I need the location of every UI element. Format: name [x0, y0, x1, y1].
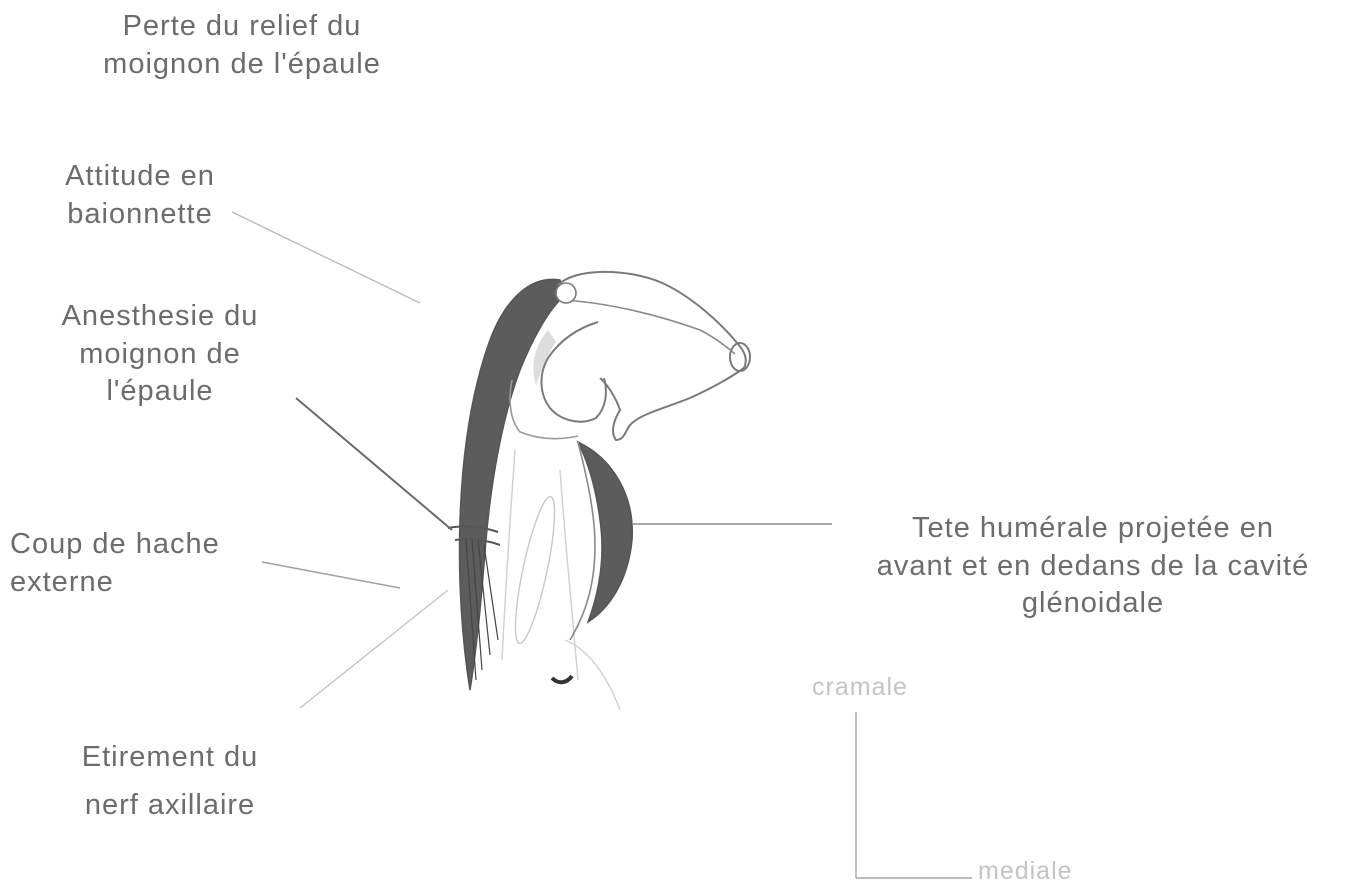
humerus-shaft: [502, 450, 578, 680]
pointer-anesthesie: [296, 398, 452, 530]
glenoid-shading: [533, 330, 556, 385]
axis-label-medial: mediale: [978, 857, 1073, 886]
label-perte-relief: Perte du relief du moignon de l'épaule: [62, 8, 422, 83]
humerus-canal: [508, 494, 563, 646]
pointer-coup: [262, 562, 400, 588]
humerus-outline: [510, 380, 578, 439]
pointer-etirement: [300, 590, 448, 708]
scapula-outline: [558, 272, 746, 440]
axillary-mark: [552, 676, 572, 682]
label-attitude-baionnette: Attitude en baionnette: [40, 158, 240, 233]
label-anesthesie: Anesthesie du moignon de l'épaule: [30, 298, 290, 411]
axilla-contour: [565, 640, 620, 710]
humeral-head-projected: [578, 442, 632, 622]
acromion-tip: [556, 283, 576, 303]
axis-label-cranial: cramale: [812, 673, 908, 702]
label-tete-humerale: Tete humérale projetée en avant et en de…: [824, 510, 1362, 623]
label-coup-de-hache: Coup de hache externe: [10, 526, 270, 601]
label-etirement-nerf: Etirement du nerf axillaire: [40, 734, 300, 830]
pointer-attitude: [232, 212, 420, 303]
acromion-line: [562, 300, 735, 354]
